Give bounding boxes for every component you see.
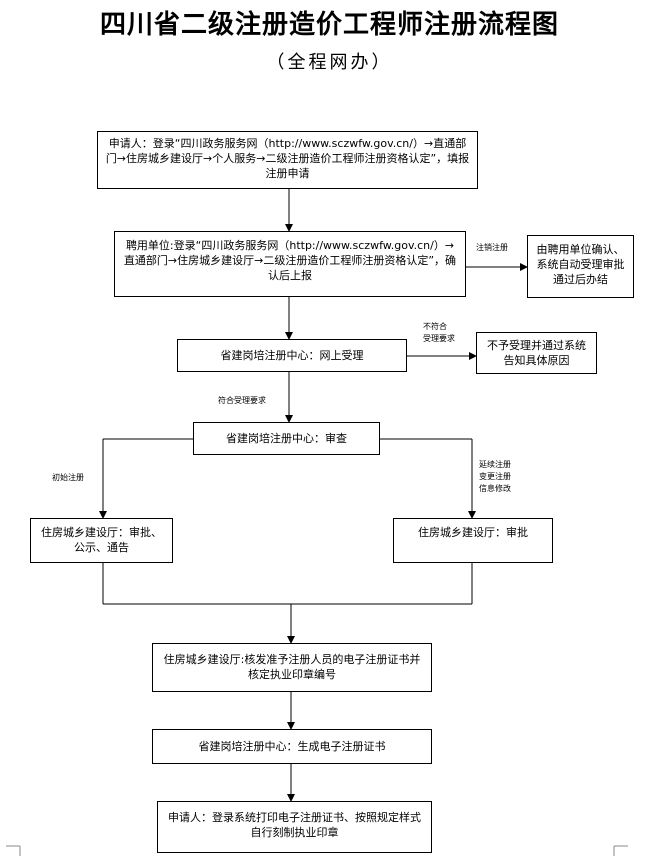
box-dept-approve: 住房城乡建设厅：审批: [393, 518, 553, 563]
page-subtitle: （全程网办）: [266, 52, 393, 73]
box-center-generate: 省建岗培注册中心：生成电子注册证书: [152, 729, 432, 764]
page-title: 四川省二级注册造价工程师注册流程图: [99, 10, 559, 40]
label-meet: 符合受理要求: [218, 396, 266, 405]
label-continue: 延续注册: [479, 460, 511, 469]
box-applicant-print: 申请人：登录系统打印电子注册证书、按照规定样式自行刻制执业印章: [157, 801, 432, 853]
label-change: 变更注册: [479, 472, 511, 481]
page-corner-marks: [6, 845, 628, 856]
box-center-accept: 省建岗培注册中心：网上受理: [177, 339, 407, 372]
label-cancel-registration: 注销注册: [476, 243, 508, 252]
box-employer-confirm: 聘用单位:登录“四川政务服务网（http://www.sczwfw.gov.cn…: [114, 231, 466, 297]
label-info-modify: 信息修改: [479, 484, 511, 493]
box-dept-approve-publish: 住房城乡建设厅：审批、公示、通告: [30, 518, 173, 563]
box-applicant-apply: 申请人：登录“四川政务服务网（http://www.sczwfw.gov.cn/…: [97, 131, 478, 189]
box-dept-issue: 住房城乡建设厅:核发准予注册人员的电子注册证书并核定执业印章编号: [152, 643, 432, 692]
label-not-meet-line1: 不符合: [423, 322, 447, 331]
label-not-meet-line2: 受理要求: [423, 334, 455, 343]
box-center-review: 省建岗培注册中心：审查: [193, 422, 380, 455]
label-initial: 初始注册: [52, 473, 84, 482]
box-reject: 不予受理并通过系统告知具体原因: [476, 332, 597, 374]
box-employer-cancel: 由聘用单位确认、系统自动受理审批通过后办结: [527, 235, 634, 298]
